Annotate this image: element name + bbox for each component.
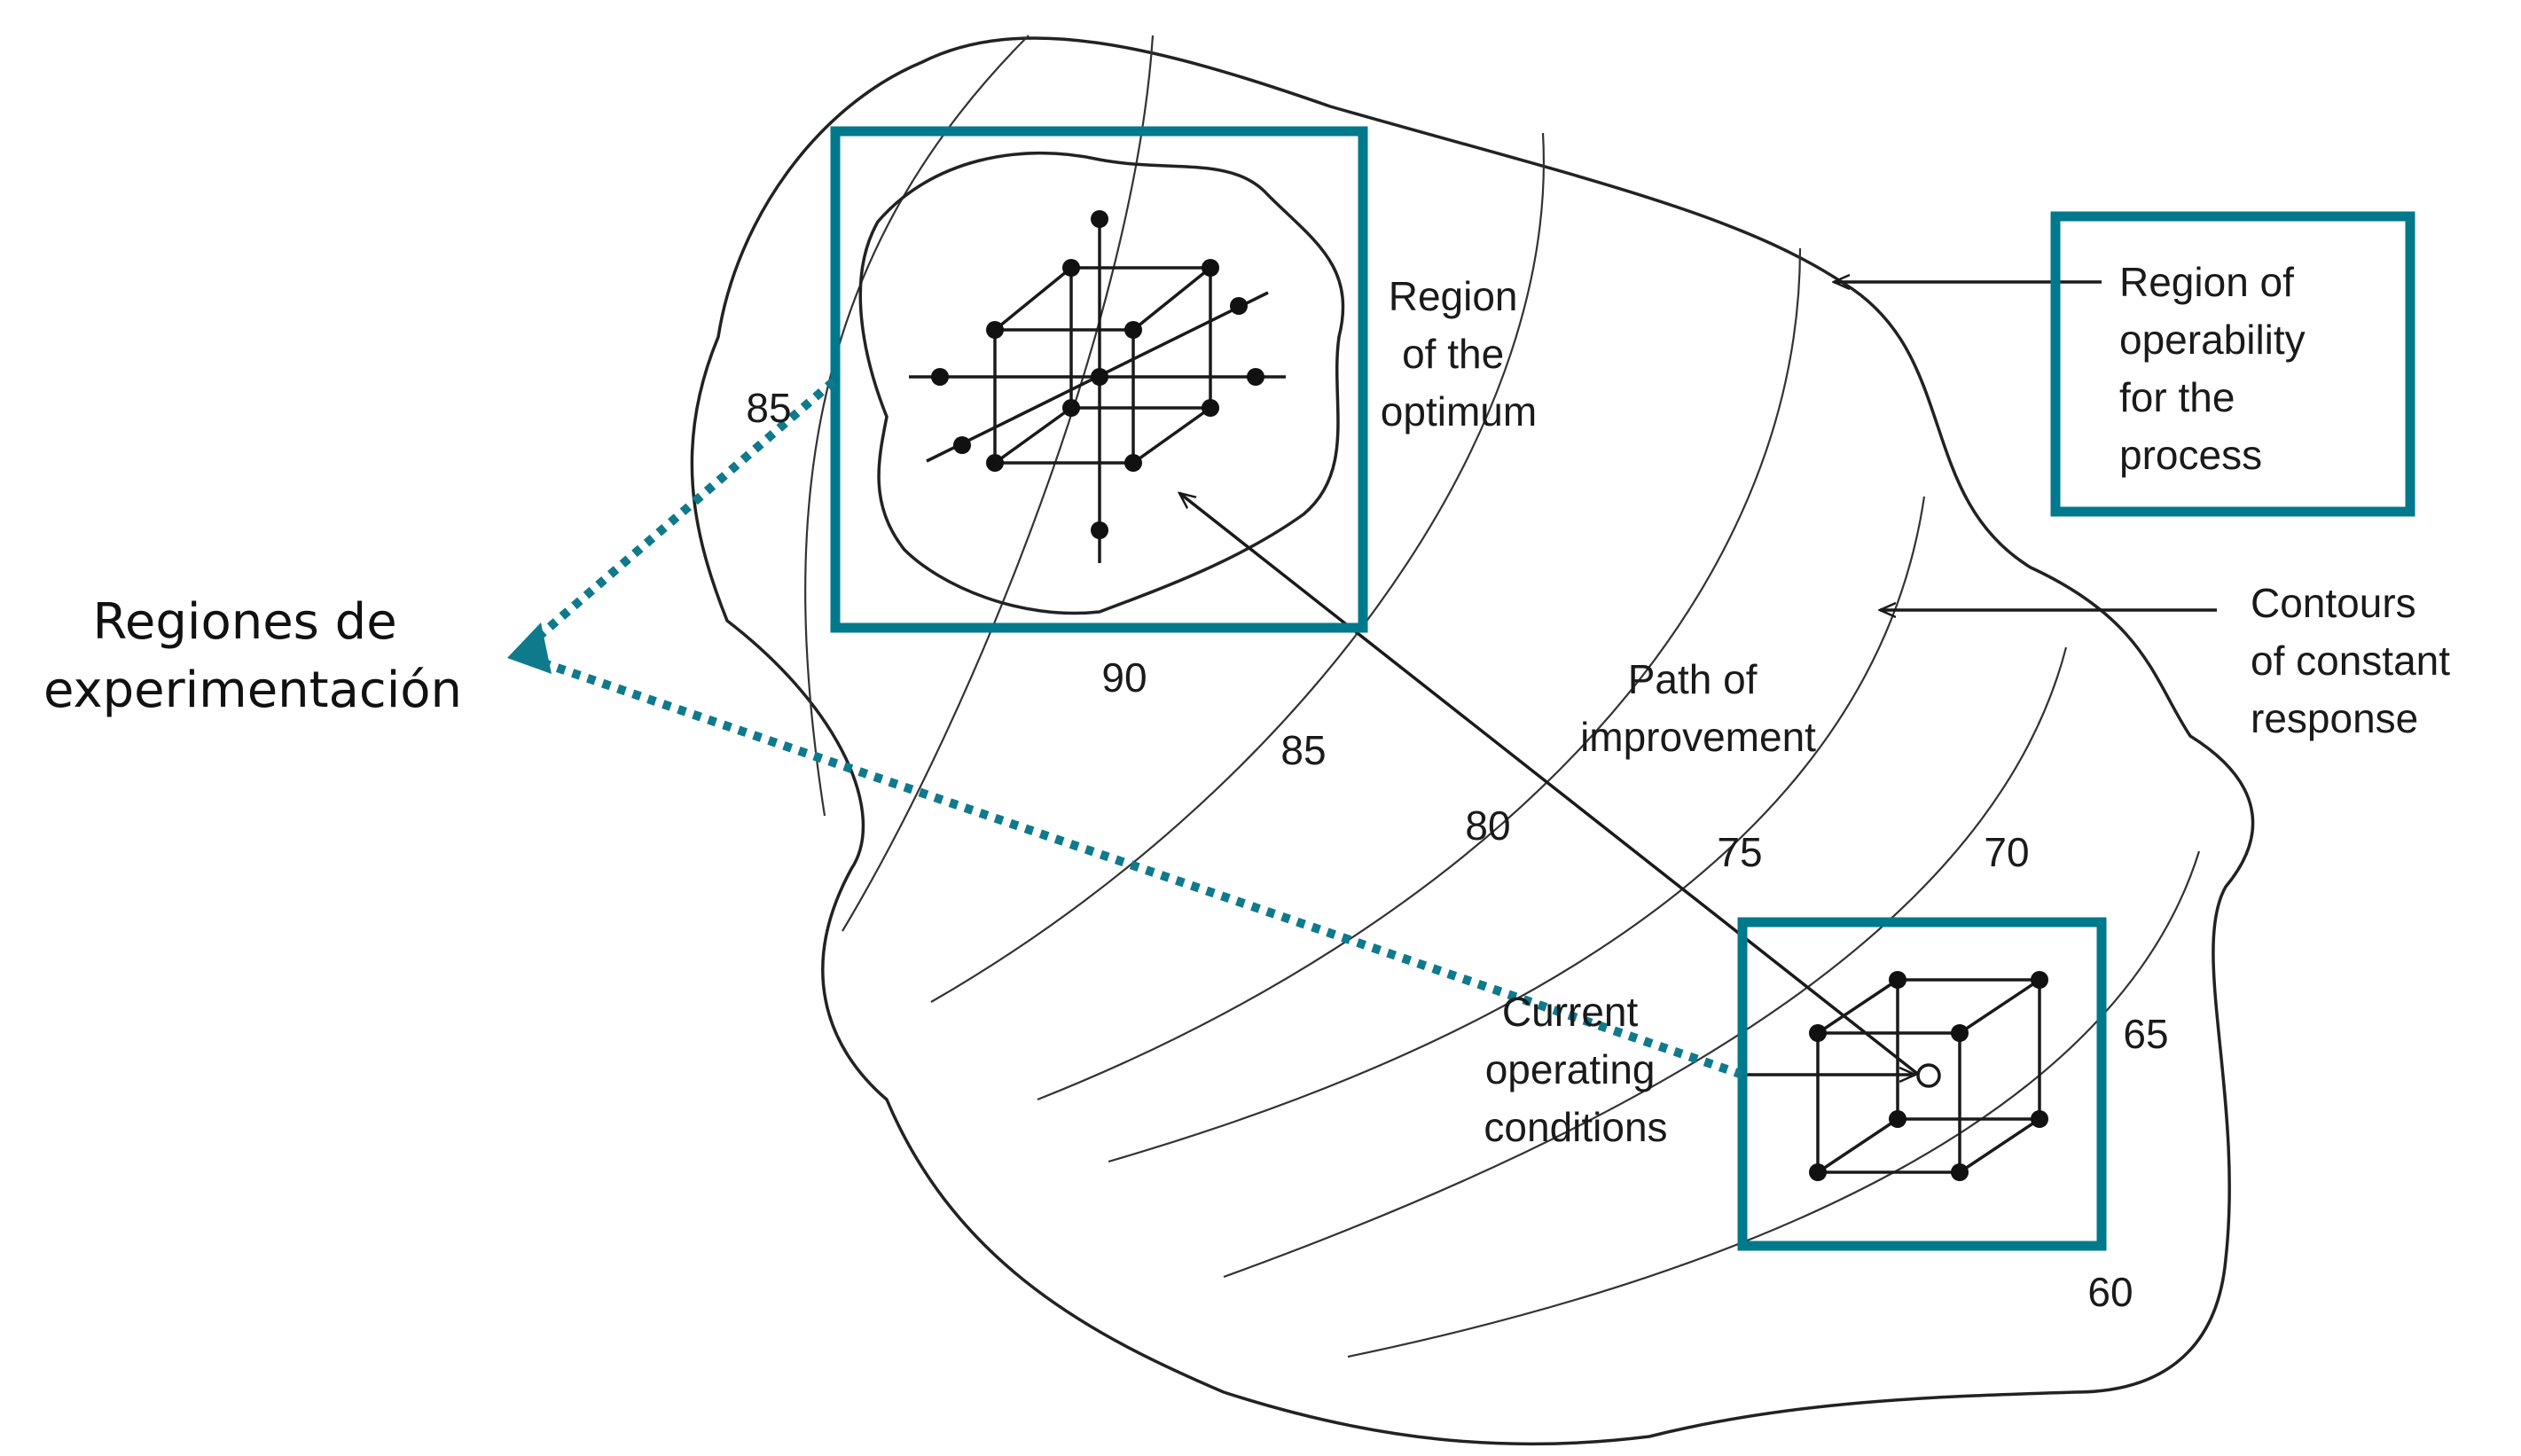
label-line: operability — [2119, 317, 2306, 363]
label-line: of the — [1402, 331, 1504, 377]
label-line: optimum — [1381, 388, 1537, 434]
label-line: of constant — [2251, 638, 2450, 684]
label-line: process — [2119, 432, 2262, 478]
design-point — [2031, 971, 2048, 989]
design-point — [1091, 368, 1108, 386]
contour-value-label: 75 — [1717, 829, 1762, 875]
ccd-cube-front — [993, 328, 1135, 465]
label-line: response — [2251, 695, 2418, 741]
path-of-improvement-label: Path of improvement — [1580, 656, 1816, 760]
label-line: Current — [1502, 989, 1639, 1035]
design-point — [986, 321, 1004, 339]
design-point — [1951, 1163, 1969, 1181]
label-line: Region of — [2119, 259, 2294, 305]
contour-value-label: 85 — [1280, 727, 1326, 773]
design-point — [1091, 521, 1108, 539]
design-point — [1091, 210, 1108, 228]
factorial-cube-front — [1816, 1031, 1961, 1174]
contour-line — [1037, 247, 1802, 1101]
design-point — [1062, 259, 1080, 277]
factorial-cube-edge — [1959, 978, 2040, 1035]
caption-line: experimentación — [43, 661, 462, 719]
optimum-region-outline — [858, 151, 1345, 615]
design-point — [1889, 971, 1906, 989]
label-line: for the — [2119, 374, 2235, 420]
factorial-cube-edge — [1817, 978, 1899, 1035]
contour-value-label: 85 — [746, 385, 791, 431]
design-point — [931, 368, 949, 386]
contour-value-label: 80 — [1465, 802, 1510, 849]
design-point — [2031, 1110, 2048, 1128]
current-design-icon — [1809, 971, 2048, 1181]
contours-label: Contours of constant response — [2251, 580, 2462, 741]
operability-region-outline — [690, 36, 2255, 1446]
center-point-open — [1916, 1063, 1941, 1088]
design-point — [1202, 399, 1219, 417]
design-point — [1951, 1024, 1969, 1042]
path-of-improvement-arrow — [1179, 493, 1922, 1077]
optimum-design-icon — [909, 210, 1286, 563]
label-line: operating — [1485, 1046, 1656, 1092]
contour-value-label: 70 — [1984, 829, 2029, 875]
region-of-optimum-label: Region of the optimum — [1381, 273, 1537, 434]
contour-value-label: 65 — [2123, 1011, 2168, 1057]
optimum-highlight-frame — [830, 126, 1368, 633]
contour-line — [842, 35, 1155, 932]
label-line: Path of — [1628, 656, 1758, 702]
dotted-pointer-bottom — [535, 656, 1744, 1079]
contour-line — [1223, 646, 2068, 1279]
ccd-cube-edge — [1131, 406, 1212, 465]
contour-value-label: 90 — [1101, 654, 1147, 701]
caption-line: Regiones de — [93, 593, 397, 651]
factorial-cube-edge — [1959, 1117, 2040, 1174]
contour-line — [804, 35, 1030, 817]
operability-label-frame — [2050, 211, 2415, 517]
design-point — [1809, 1163, 1827, 1181]
design-point — [1247, 368, 1264, 386]
factorial-cube-back — [1896, 978, 2041, 1121]
region-of-operability-label: Region of operability for the process — [2119, 259, 2316, 478]
contour-line — [930, 132, 1546, 1003]
contour-value-label: 60 — [2087, 1269, 2133, 1315]
ccd-cube-edge — [993, 266, 1073, 332]
design-point — [1230, 297, 1248, 315]
dotted-pointer-arrowhead — [507, 622, 552, 674]
label-line: Contours — [2251, 580, 2416, 626]
design-point — [986, 454, 1004, 472]
design-point — [1889, 1110, 1906, 1128]
ccd-cube-back — [1069, 266, 1212, 410]
design-point — [1124, 454, 1142, 472]
current-highlight-frame — [1737, 917, 2107, 1251]
design-point — [1202, 259, 1219, 277]
label-line: improvement — [1580, 714, 1816, 760]
design-point — [1062, 399, 1080, 417]
dotted-pointer-top — [533, 378, 837, 642]
ccd-cube-edge — [1131, 266, 1212, 332]
contour-lines — [804, 35, 2201, 1358]
label-line: Region — [1389, 273, 1518, 319]
design-point — [1809, 1024, 1827, 1042]
design-point — [953, 436, 971, 454]
current-operating-conditions-label: Current operating conditions — [1484, 989, 1667, 1150]
contour-line — [1347, 850, 2201, 1358]
label-line: conditions — [1484, 1104, 1667, 1150]
experiment-regions-caption: Regiones de experimentación — [43, 593, 462, 719]
design-point — [1124, 321, 1142, 339]
factorial-cube-edge — [1817, 1117, 1899, 1174]
ccd-cube-edge — [993, 406, 1073, 465]
